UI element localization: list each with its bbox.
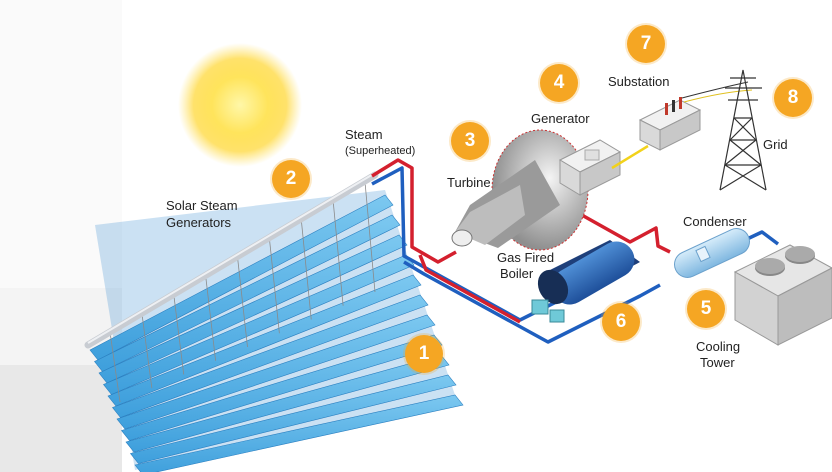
badge-2: 2 — [272, 160, 310, 198]
support-strut — [364, 181, 376, 293]
mirror-row — [107, 274, 422, 407]
label-steam: Steam — [345, 127, 383, 142]
label-turbine: Turbine — [447, 175, 491, 190]
label-tower: Tower — [700, 355, 735, 370]
mirror-row — [125, 354, 450, 453]
badge-6: 6 — [602, 303, 640, 341]
mirror-row — [112, 294, 429, 418]
mirror-row — [129, 374, 457, 464]
label-boiler: Boiler — [500, 266, 534, 281]
support-strut — [268, 238, 280, 334]
receiver-pipe — [84, 171, 379, 349]
receiver-pipe-highlight — [87, 172, 376, 344]
support-strut — [109, 331, 121, 403]
grid-tower-icon — [719, 69, 767, 191]
mirror-row — [94, 214, 401, 372]
label-cooling: Cooling — [696, 339, 741, 354]
label-generators: Generators — [166, 215, 232, 230]
label-gas-fired: Gas Fired — [497, 250, 555, 265]
mirror-row — [89, 194, 394, 361]
transmission-wire — [681, 81, 749, 99]
support-strut — [300, 219, 312, 320]
label-generator: Generator — [531, 111, 590, 126]
badge-7: 7 — [627, 25, 665, 63]
power-line — [611, 144, 649, 170]
badge-4: 4 — [540, 64, 578, 102]
condenser-icon — [674, 228, 750, 278]
label-condenser: Condenser — [683, 214, 747, 229]
badge-8: 8 — [774, 79, 812, 117]
background-panel-top — [0, 0, 122, 288]
mirror-row — [103, 254, 415, 395]
generator-icon — [558, 139, 622, 196]
gas-boiler-icon — [531, 240, 640, 323]
label-grid: Grid — [763, 137, 788, 152]
cooling-tower-icon — [733, 244, 832, 346]
support-strut — [173, 294, 185, 375]
mirror-row — [120, 334, 443, 441]
sun-icon — [178, 43, 302, 167]
badge-5: 5 — [687, 290, 725, 328]
label-substation: Substation — [608, 74, 670, 89]
support-strut — [237, 256, 248, 348]
mirror-row — [98, 234, 408, 384]
badge-3: 3 — [451, 122, 489, 160]
support-strut — [141, 313, 153, 389]
solar-field — [89, 181, 464, 472]
label-solar-steam: Solar Steam — [166, 198, 238, 213]
label-superheated: (Superheated) — [345, 145, 416, 157]
background-step — [0, 288, 30, 365]
mirror-row — [116, 314, 436, 430]
support-strut — [205, 275, 217, 361]
background-step — [0, 365, 122, 472]
substation-icon — [638, 97, 702, 151]
badge-1: 1 — [405, 335, 443, 373]
support-strut — [332, 200, 344, 306]
